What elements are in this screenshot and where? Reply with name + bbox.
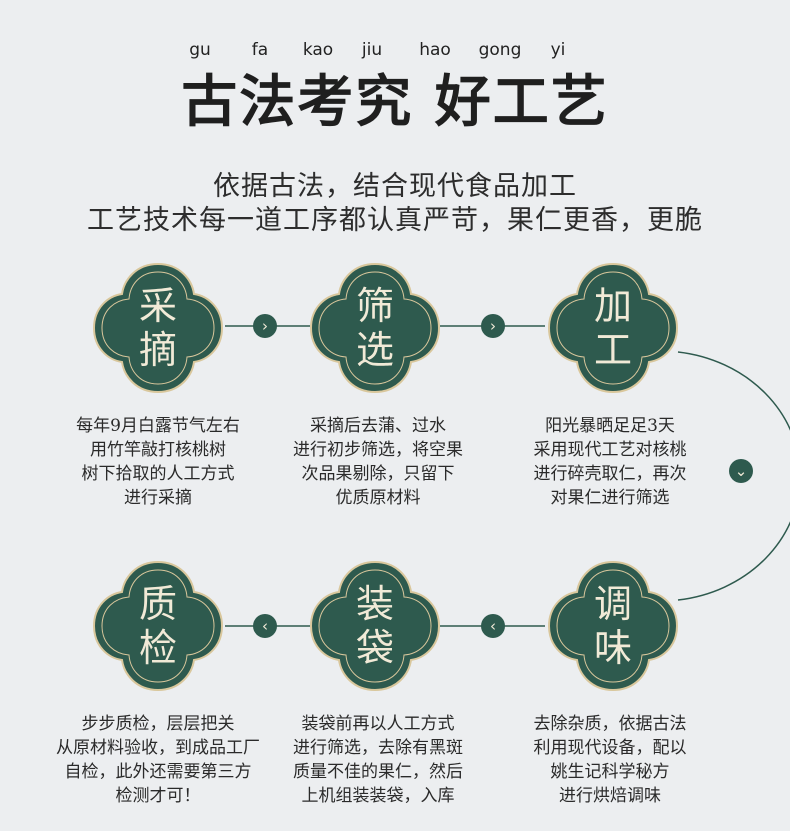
step-char: 筛 [355, 284, 394, 328]
arrow-left-icon: ‹ [253, 614, 277, 638]
step-flower-screen: 筛 选 [305, 258, 445, 398]
pinyin-yi: yi [550, 40, 566, 60]
desc-line: 姚生记科学秘方 [550, 762, 670, 782]
page-title: 古法考究 好工艺 [181, 69, 609, 135]
pinyin-gong: gong [478, 40, 522, 60]
step-title: 质 检 [88, 556, 228, 696]
step-description-bag: 装袋前再以人工方式 进行筛选，去除有黑斑 质量不佳的果仁，然后 上机组装装袋，入… [273, 712, 483, 808]
flower-shape [547, 262, 679, 394]
desc-line: 采用现代工艺对核桃 [533, 440, 687, 460]
step-char: 味 [593, 626, 632, 670]
step-title: 加 工 [543, 258, 683, 398]
pinyin-hao: hao [419, 40, 451, 60]
desc-line: 进行筛选，去除有黑斑 [293, 738, 463, 758]
step-char: 采 [138, 284, 177, 328]
step-char: 工 [593, 328, 632, 372]
step-char: 选 [355, 328, 394, 372]
desc-line: 次品果剔除，只留下 [301, 464, 455, 484]
desc-line: 进行碎壳取仁，再次 [533, 464, 687, 484]
step-flower-process: 加 工 [543, 258, 683, 398]
desc-line: 优质原材料 [335, 488, 421, 508]
step-title: 装 袋 [305, 556, 445, 696]
desc-line: 上机组装装袋，入库 [301, 786, 455, 806]
desc-line: 利用现代设备，配以 [533, 738, 687, 758]
pinyin-fa: fa [251, 40, 269, 60]
step-char: 加 [593, 284, 632, 328]
desc-line: 树下拾取的人工方式 [81, 464, 235, 484]
step-title: 采 摘 [88, 258, 228, 398]
pinyin-row: gu fa kao jiu hao gong yi [175, 40, 605, 64]
flower-shape [92, 560, 224, 692]
pinyin-kao: kao [302, 40, 334, 60]
subtitle-line2: 工艺技术每一道工序都认真严苛，果仁更香，更脆 [87, 205, 703, 236]
step-description-process: 阳光暴晒足足3天 采用现代工艺对核桃 进行碎壳取仁，再次 对果仁进行筛选 [505, 414, 715, 510]
pinyin-gu: gu [189, 40, 211, 60]
step-flower-inspect: 质 检 [88, 556, 228, 696]
step-char: 质 [138, 582, 177, 626]
flower-shape [92, 262, 224, 394]
arrow-down-icon: ⌄ [729, 459, 753, 483]
desc-line: 用竹竿敲打核桃树 [90, 440, 226, 460]
step-description-season: 去除杂质，依据古法 利用现代设备，配以 姚生记科学秘方 进行烘焙调味 [505, 712, 715, 808]
step-char: 装 [355, 582, 394, 626]
step-flower-season: 调 味 [543, 556, 683, 696]
step-flower-bag: 装 袋 [305, 556, 445, 696]
desc-line: 检测才可！ [115, 786, 201, 806]
arrow-right-icon: › [253, 314, 277, 338]
flower-shape [309, 560, 441, 692]
step-char: 检 [138, 626, 177, 670]
desc-line: 采摘后去蒲、过水 [310, 416, 446, 436]
flower-shape [547, 560, 679, 692]
desc-line: 对果仁进行筛选 [550, 488, 670, 508]
step-char: 摘 [138, 328, 177, 372]
arrow-left-icon: ‹ [481, 614, 505, 638]
desc-line: 进行烘焙调味 [559, 786, 661, 806]
desc-line: 去除杂质，依据古法 [533, 714, 687, 734]
desc-line: 装袋前再以人工方式 [301, 714, 455, 734]
step-title: 筛 选 [305, 258, 445, 398]
pinyin-jiu: jiu [361, 40, 383, 60]
desc-line: 每年9月白露节气左右 [76, 416, 240, 436]
desc-line: 从原材料验收，到成品工厂 [56, 738, 260, 758]
desc-line: 自检，此外还需要第三方 [64, 762, 252, 782]
arrow-right-icon: › [481, 314, 505, 338]
step-description-pick: 每年9月白露节气左右 用竹竿敲打核桃树 树下拾取的人工方式 进行采摘 [53, 414, 263, 510]
flower-shape [309, 262, 441, 394]
step-description-inspect: 步步质检，层层把关 从原材料验收，到成品工厂 自检，此外还需要第三方 检测才可！ [40, 712, 276, 808]
desc-line: 进行初步筛选，将空果 [293, 440, 463, 460]
step-flower-pick: 采 摘 [88, 258, 228, 398]
desc-line: 进行采摘 [124, 488, 192, 508]
subtitle-line1: 依据古法，结合现代食品加工 [213, 171, 577, 202]
step-title: 调 味 [543, 556, 683, 696]
desc-line: 步步质检，层层把关 [81, 714, 235, 734]
desc-line: 质量不佳的果仁，然后 [293, 762, 463, 782]
desc-line: 阳光暴晒足足3天 [545, 416, 675, 436]
step-char: 袋 [355, 626, 394, 670]
step-char: 调 [593, 582, 632, 626]
step-description-screen: 采摘后去蒲、过水 进行初步筛选，将空果 次品果剔除，只留下 优质原材料 [273, 414, 483, 510]
